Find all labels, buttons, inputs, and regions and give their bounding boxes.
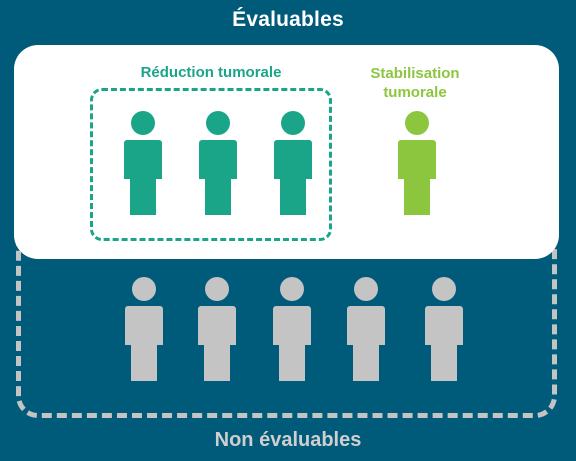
- person-icon: [124, 276, 164, 384]
- non-evaluable-dashed-frame: [16, 230, 557, 418]
- person-icon: [346, 276, 386, 384]
- person-icon: [123, 110, 163, 218]
- person-icon: [273, 110, 313, 218]
- evaluable-title: Évaluables: [232, 8, 344, 31]
- person-icon: [424, 276, 464, 384]
- person-icon: [197, 276, 237, 384]
- person-icon: [198, 110, 238, 218]
- stabilisation-label: Stabilisation tumorale: [370, 65, 460, 101]
- reduction-label: Réduction tumorale: [140, 64, 282, 81]
- reduction-dashed-frame: [90, 88, 332, 241]
- non-evaluable-title: Non évaluables: [214, 429, 362, 451]
- person-icon: [397, 110, 437, 218]
- person-icon: [272, 276, 312, 384]
